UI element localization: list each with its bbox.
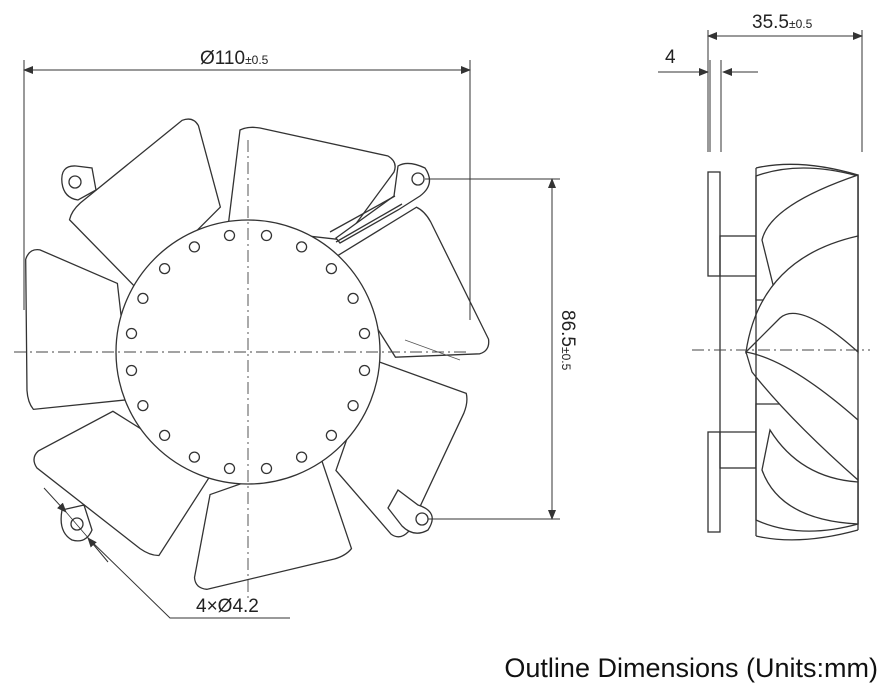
side-flange-top	[707, 171, 721, 277]
drawing-caption: Outline Dimensions (Units:mm)	[504, 653, 878, 683]
hole-label: 4×Ø4.2	[196, 596, 259, 617]
hub-circle	[115, 219, 381, 485]
mount-span-label: 86.5±0.5	[557, 310, 578, 371]
side-hub-body	[719, 235, 757, 469]
side-flange-bottom	[707, 431, 721, 533]
hub-bolt-hole	[188, 241, 201, 253]
blade-6	[25, 249, 132, 411]
hub-bolt-hole	[125, 327, 138, 340]
hub-bolt-hole	[158, 429, 171, 442]
hub-bolt-circle	[125, 229, 371, 475]
hub-bolt-hole	[260, 462, 273, 475]
diameter-label: Ø110±0.5	[200, 48, 269, 69]
hub-bolt-hole	[158, 262, 171, 275]
flange-dimension	[658, 60, 758, 152]
hub-bolt-hole	[347, 399, 359, 412]
blade-7	[68, 118, 222, 291]
diameter-dimension	[23, 60, 471, 320]
hub-bolt-centerline	[404, 339, 461, 361]
hub-bolt-hole	[137, 399, 149, 412]
mounting-lug-bottom-left	[60, 504, 93, 542]
mounting-lug-top-left	[61, 165, 97, 201]
side-view	[692, 163, 870, 541]
hub-bolt-hole	[358, 364, 371, 377]
hub-bolt-hole	[347, 292, 359, 305]
front-view	[14, 118, 490, 600]
blade-4	[193, 455, 353, 590]
hub-bolt-hole	[295, 241, 308, 253]
hub-bolt-hole	[358, 327, 371, 340]
depth-label: 35.5±0.5	[752, 12, 813, 33]
flange-label: 4	[665, 47, 676, 68]
depth-dimension	[707, 30, 863, 152]
hub-bolt-hole	[223, 462, 236, 475]
hub-bolt-hole	[137, 292, 149, 305]
mount-span-dimension	[425, 178, 560, 520]
hub-bolt-hole	[223, 229, 236, 242]
hub-bolt-hole	[325, 262, 338, 275]
mounting-lug-top-right	[329, 162, 431, 244]
hub-bolt-hole	[295, 451, 308, 463]
hole-dimension	[43, 487, 290, 619]
hub-bolt-hole	[188, 451, 201, 463]
blade-1	[227, 126, 396, 241]
hub-bolt-hole	[125, 364, 138, 377]
hub-bolt-hole	[260, 229, 273, 242]
hub-bolt-hole	[325, 429, 338, 442]
